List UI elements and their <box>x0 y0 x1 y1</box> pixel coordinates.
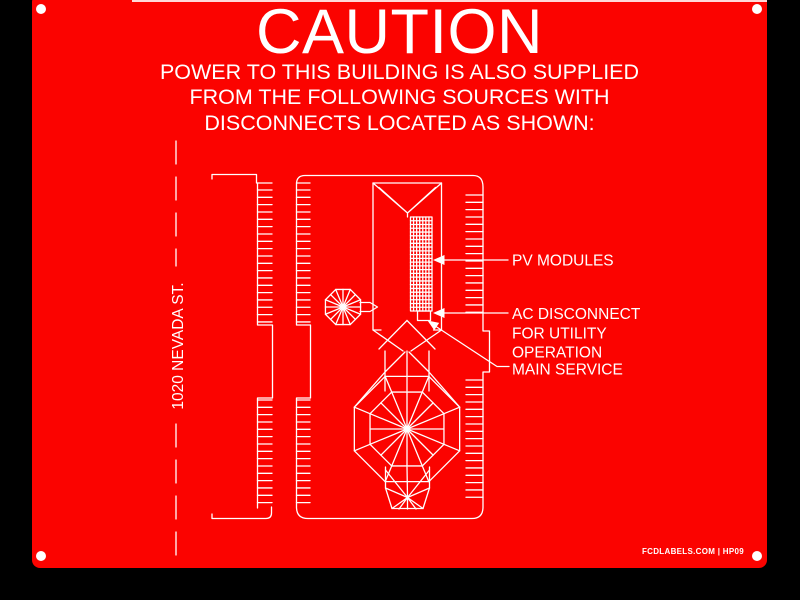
street-label: 1020 NEVADA ST. <box>170 282 187 409</box>
ac-arrowhead-icon <box>433 308 445 318</box>
mounting-hole-bottom-left <box>36 551 46 561</box>
turret-connector <box>359 301 379 313</box>
main-service-arrowhead-icon <box>427 320 440 331</box>
subtitle-line-1: POWER TO THIS BUILDING IS ALSO SUPPLIED <box>159 60 640 84</box>
subtitle-line-2: FROM THE FOLLOWING SOURCES WITH <box>189 85 610 110</box>
pv-arrowhead-icon <box>433 255 445 265</box>
ac-disconnect-box <box>416 310 432 322</box>
main-service-leader-line <box>435 325 510 368</box>
turret <box>324 288 362 326</box>
footer-brand: FCDLABELS.COM | HP09 <box>641 547 744 556</box>
subtitle-line-3: DISCONNECTS LOCATED AS SHOWN: <box>204 110 595 135</box>
sign-subtitle: POWER TO THIS BUILDING IS ALSO SUPPLIED … <box>32 60 767 136</box>
mounting-hole-top-left <box>36 4 46 14</box>
main-building <box>295 174 491 520</box>
mounting-hole-bottom-right <box>752 551 762 561</box>
caution-sign-plate <box>32 0 767 568</box>
callout-ac-line-3: OPERATION <box>512 345 602 362</box>
pv-array <box>409 216 433 312</box>
callout-pv-modules: PV MODULES <box>512 253 614 270</box>
sign-title: CAUTION <box>256 0 543 67</box>
mounting-hole-top-right <box>752 4 762 14</box>
callout-ac-line-2: FOR UTILITY <box>512 326 607 343</box>
left-building <box>211 173 274 520</box>
callout-ac-line-1: AC DISCONNECT <box>512 306 641 323</box>
callout-leaders <box>427 255 510 368</box>
octagonal-tower-roof <box>353 375 461 483</box>
callout-main-service: MAIN SERVICE <box>512 362 623 379</box>
roof-neck <box>353 350 461 408</box>
bottom-roof <box>384 466 431 510</box>
